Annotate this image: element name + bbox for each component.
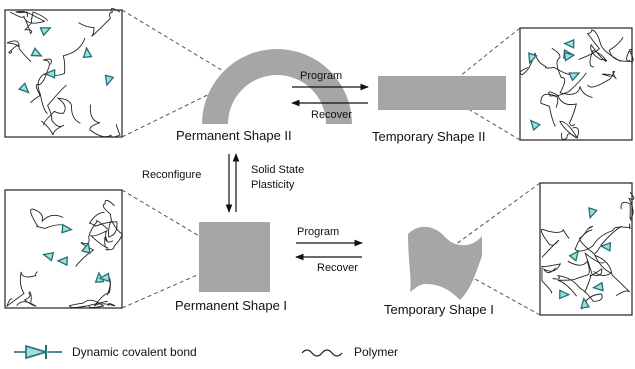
polymer-chain: [90, 230, 114, 249]
polymer-chain: [37, 37, 86, 114]
polymer-chain: [552, 275, 603, 310]
dynamic-bond-icon: [588, 207, 598, 220]
recover-label-bottom: Recover: [317, 262, 358, 274]
polymer-chain: [574, 223, 631, 252]
dynamic-bond-icon: [563, 38, 575, 49]
polymer-chain: [584, 252, 605, 293]
network-box-top-left: [4, 7, 123, 138]
program-label-bottom: Program: [297, 226, 340, 238]
temporary-shape-2-bar: [378, 76, 506, 110]
temporary-shape-2-label: Temporary Shape II: [372, 129, 486, 144]
polymer-wave-icon: [301, 349, 343, 357]
reconfigure-label: Reconfigure: [142, 169, 202, 181]
transition-arrows: [225, 83, 369, 261]
connector-line: [121, 189, 237, 259]
legend-polymer-label: Polymer: [354, 345, 399, 359]
dynamic-bond-icon: [563, 51, 576, 62]
permanent-shape-1-label: Permanent Shape I: [175, 298, 288, 313]
polymer-chain: [6, 271, 38, 308]
polymer-chain: [78, 7, 121, 37]
polymer-chain: [557, 260, 590, 297]
dynamic-bond-icon: [528, 52, 538, 65]
polymer-chain: [593, 254, 631, 296]
polymer-chain: [9, 11, 46, 24]
polymer-chain: [88, 211, 118, 238]
dynamic-bond-icon: [529, 119, 541, 132]
dynamic-bond-icon: [18, 82, 30, 94]
polymer-chain: [43, 97, 81, 126]
polymer-chain: [540, 228, 570, 258]
polymer-chain: [24, 11, 48, 35]
dynamic-bond-icon: [104, 74, 115, 87]
polymer-chain: [608, 36, 634, 63]
dynamic-bond-icon: [580, 296, 591, 309]
network-box-top-right: [519, 27, 634, 141]
polymer-chain: [540, 72, 587, 127]
dynamic-bond-icon: [599, 241, 612, 252]
polymer-chain: [16, 291, 37, 307]
polymer-chain: [579, 225, 623, 255]
polymer-chain: [519, 52, 573, 76]
polymer-chain: [551, 47, 593, 99]
polymer-chain: [6, 40, 32, 62]
dynamic-bond-icon: [568, 249, 580, 262]
connector-line: [121, 9, 239, 81]
polymer-chain: [541, 263, 562, 294]
plasticity-label-line1: Solid State: [251, 164, 305, 176]
polymer-chain: [41, 84, 67, 136]
network-box-bottom-left: [4, 189, 123, 309]
polymer-chain: [68, 299, 108, 308]
polymer-chain: [548, 91, 577, 127]
polymer-chain: [578, 29, 621, 62]
dynamic-bond-icon: [591, 281, 604, 292]
dynamic-bond-icon: [42, 251, 55, 262]
permanent-shape-2-arch: [202, 49, 352, 124]
dynamic-bond-icon: [44, 68, 56, 79]
polymer-chain: [587, 70, 617, 88]
polymer-chain: [620, 191, 635, 221]
dynamic-bond-icon: [81, 241, 91, 254]
dynamic-bond-icon: [61, 223, 73, 234]
plasticity-label-line2: Plasticity: [251, 179, 295, 191]
polymer-chain: [589, 43, 608, 68]
legend-bond-label: Dynamic covalent bond: [72, 345, 197, 359]
polymer-chain: [30, 58, 52, 104]
permanent-shape-2-label: Permanent Shape II: [176, 128, 292, 143]
network-box-bottom-right: [539, 182, 635, 316]
dynamic-bond-icon: [98, 272, 111, 283]
dynamic-bond-icon: [14, 344, 62, 360]
temporary-shape-1-twisted: [408, 226, 482, 300]
recover-label-top: Recover: [311, 109, 352, 121]
polymer-chain: [30, 208, 66, 229]
polymer-chain: [89, 104, 121, 138]
dynamic-bond-icon: [30, 47, 43, 57]
permanent-shape-1-square: [199, 222, 270, 292]
polymer-chain: [102, 199, 123, 251]
polymer-chain: [559, 120, 579, 140]
dynamic-bond-icon: [39, 27, 52, 37]
dynamic-bond-icon: [82, 46, 93, 59]
dynamic-bond-icon: [56, 256, 68, 267]
program-label-top: Program: [300, 70, 343, 82]
dynamic-bond-icon: [559, 289, 571, 300]
dynamic-bond-icon: [568, 72, 581, 82]
temporary-shape-1-label: Temporary Shape I: [384, 302, 494, 317]
